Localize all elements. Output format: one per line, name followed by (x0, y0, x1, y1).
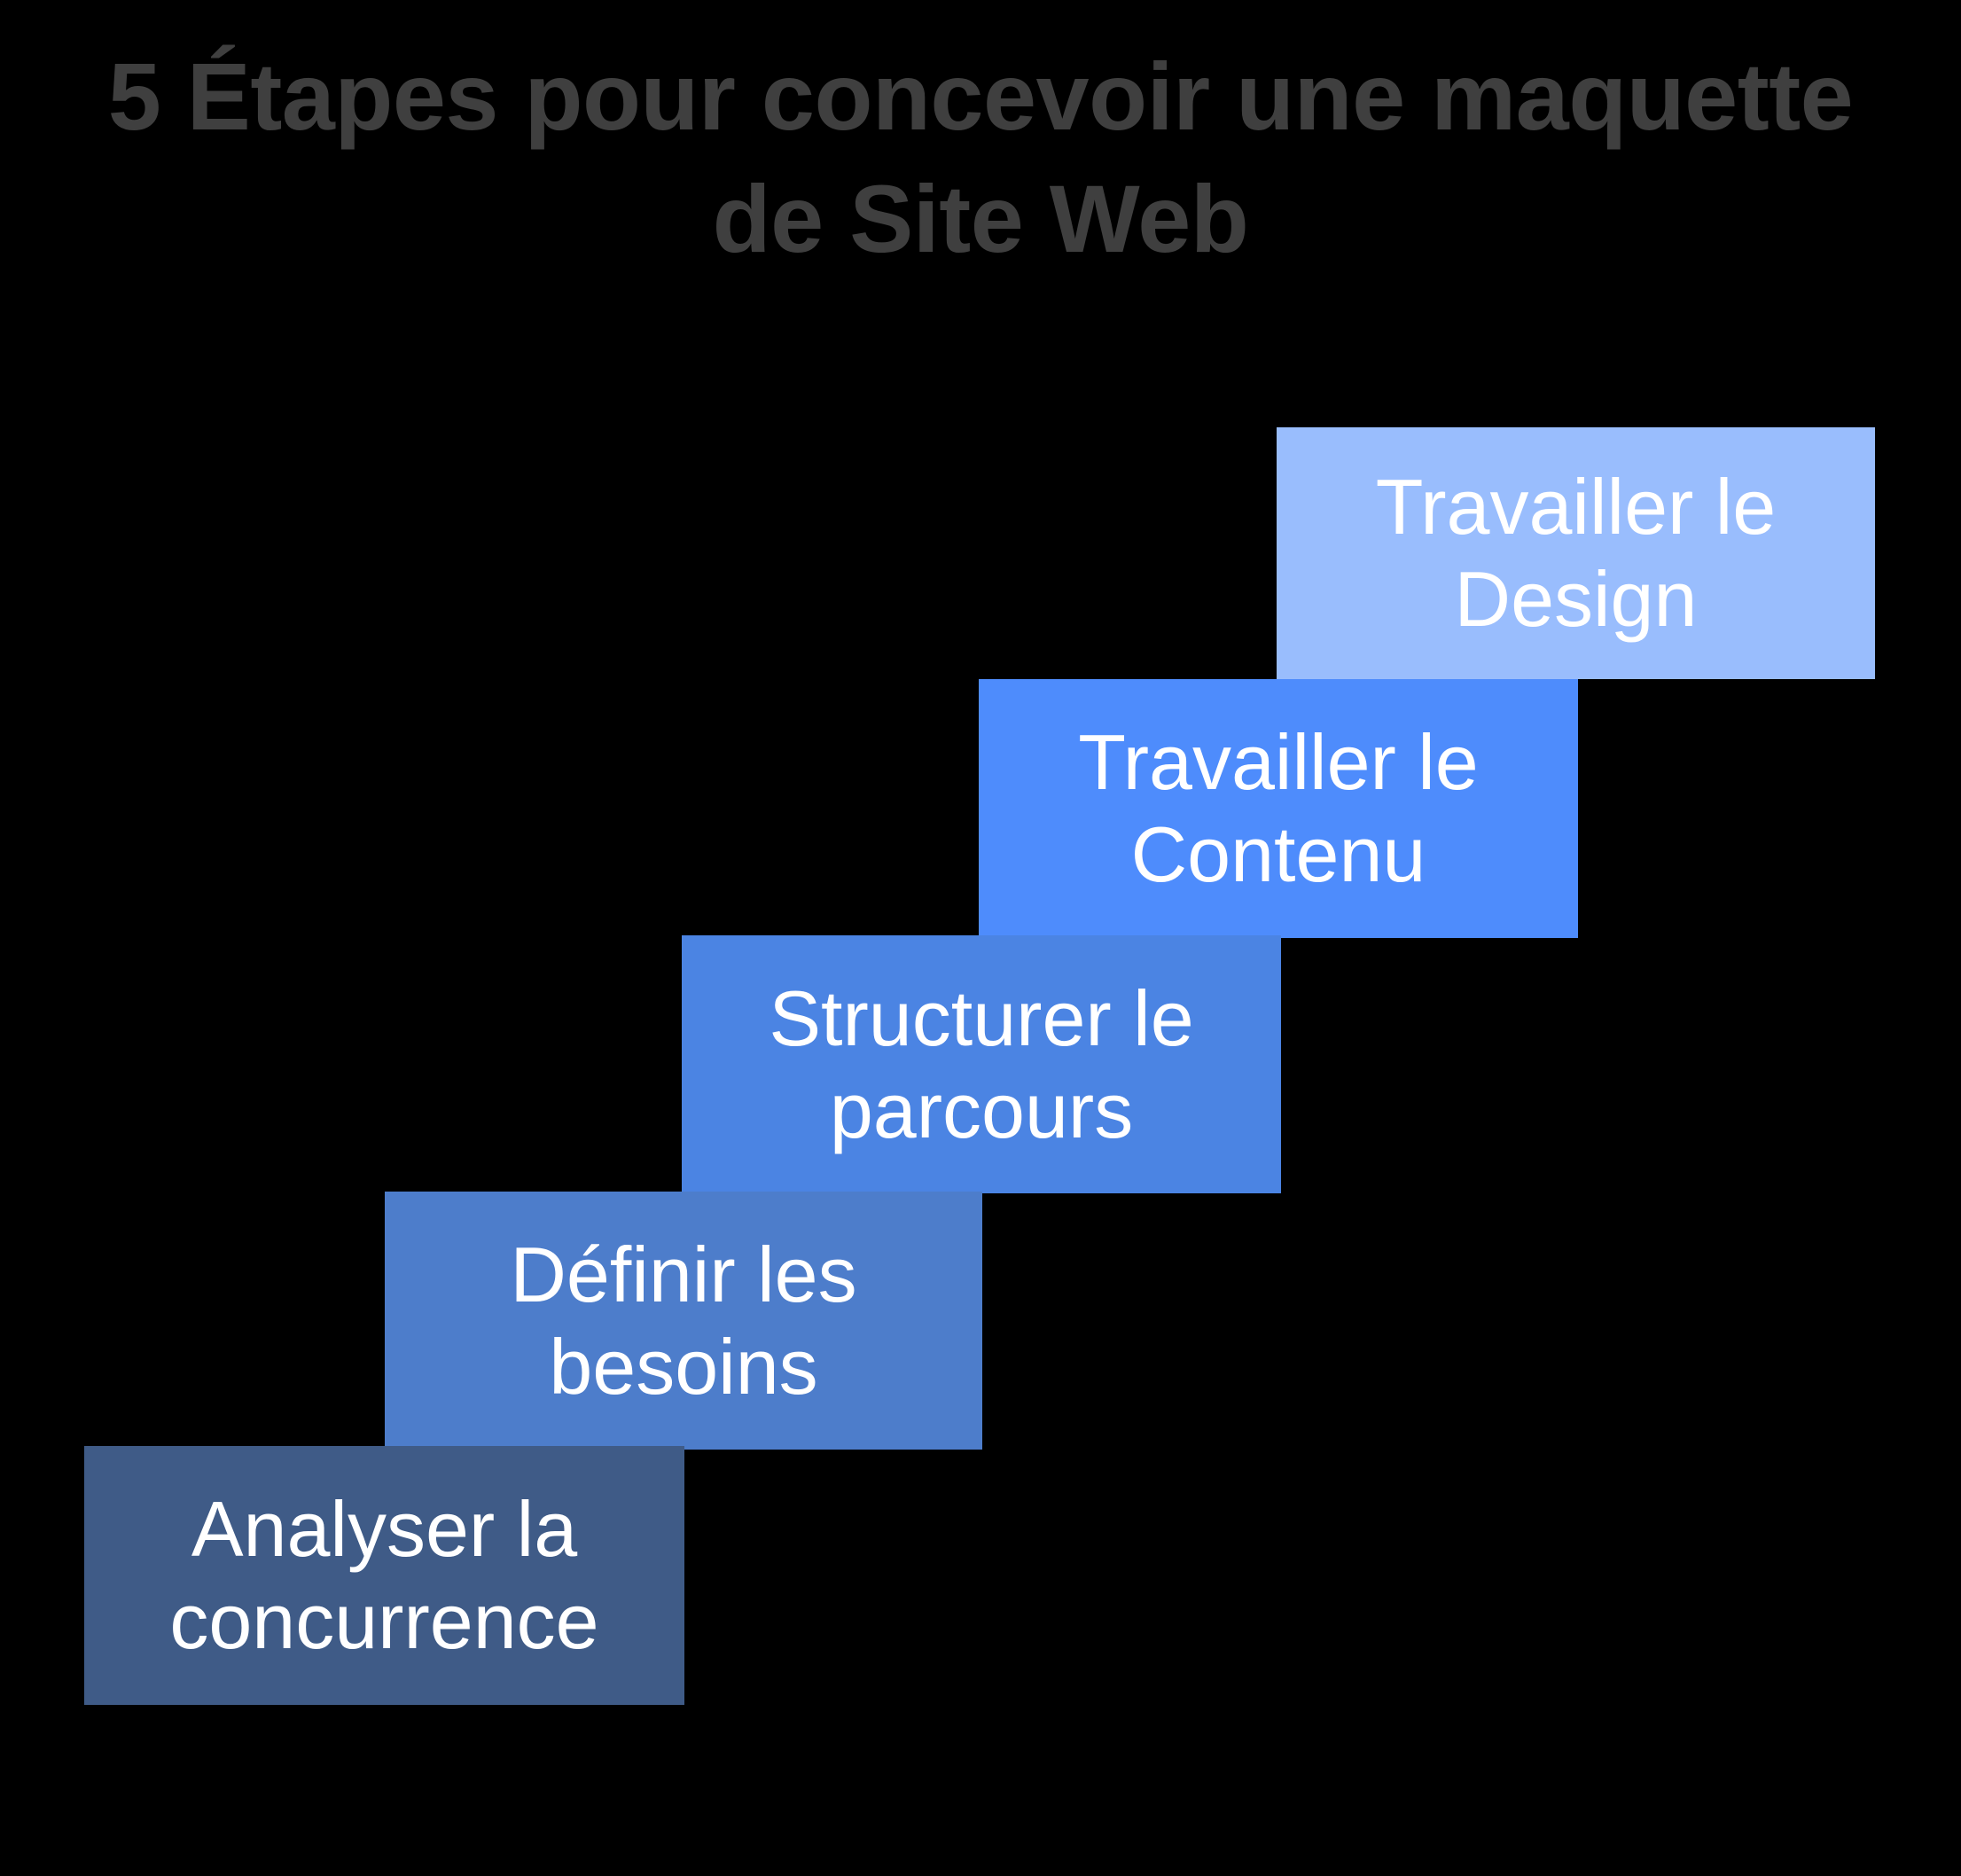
step-box-travailler-le-contenu[interactable]: Travailler le Contenu (979, 679, 1578, 938)
page-title: 5 Étapes pour concevoir une maquette de … (107, 43, 1854, 273)
step-box-travailler-le-design[interactable]: Travailler le Design (1277, 427, 1875, 679)
step-box-analyser-la-concurrence[interactable]: Analyser la concurrence (84, 1446, 684, 1705)
step-box-structurer-le-parcours[interactable]: Structurer le parcours (682, 935, 1281, 1193)
step-box-definir-les-besoins[interactable]: Définir les besoins (385, 1192, 982, 1450)
